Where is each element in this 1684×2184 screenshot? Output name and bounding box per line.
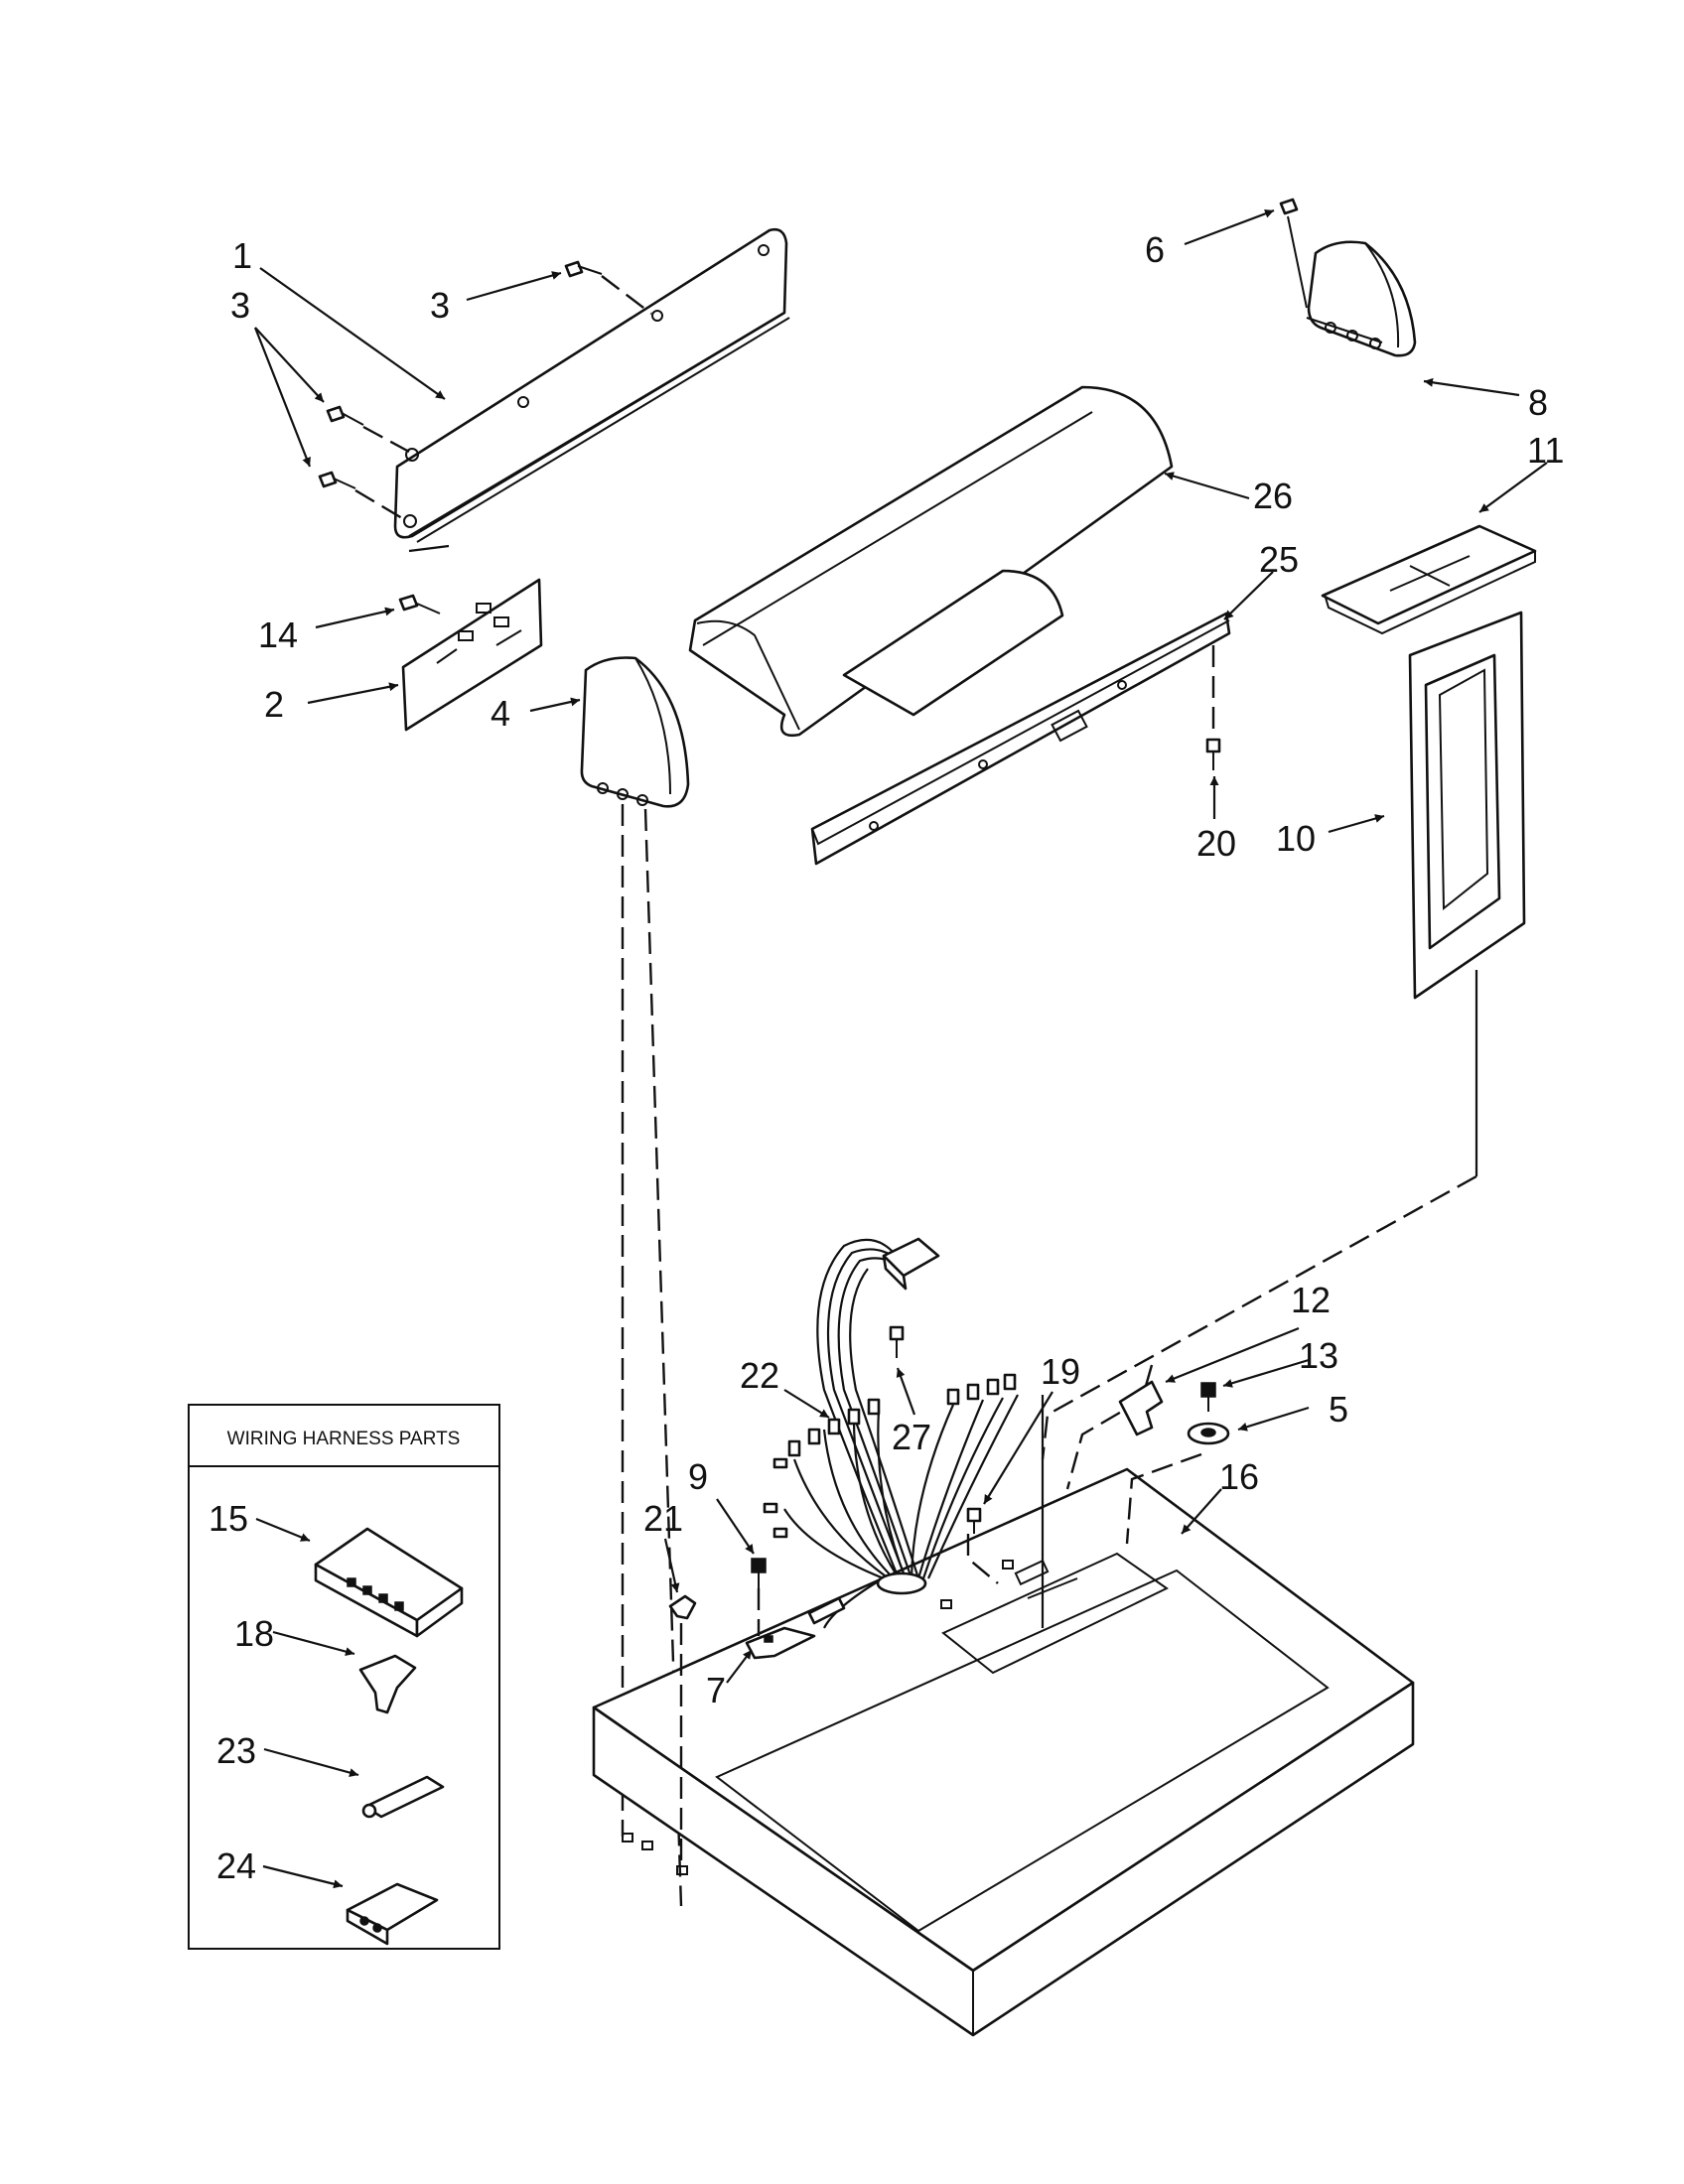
callout-7: 7 xyxy=(706,1670,726,1710)
part-8-end-cap-right xyxy=(1306,240,1417,357)
callout-4: 4 xyxy=(491,693,510,734)
callout-1: 1 xyxy=(232,235,252,276)
part-15-terminal-block xyxy=(314,1527,464,1638)
part-16-top-panel xyxy=(592,1467,1415,2037)
part-4-end-cap-left xyxy=(580,656,690,808)
callout-8: 8 xyxy=(1528,382,1548,423)
callout-3-top: 3 xyxy=(430,285,450,326)
part-24-plug xyxy=(346,1882,439,1946)
part-1-console-back xyxy=(393,228,790,553)
callout-21: 21 xyxy=(643,1498,683,1539)
screw-icon xyxy=(564,260,603,278)
part-7-bracket xyxy=(745,1626,816,1660)
part-21-clip xyxy=(668,1594,697,1620)
part-26-console xyxy=(688,385,1174,738)
part-18-connector xyxy=(358,1654,417,1714)
callout-18: 18 xyxy=(234,1613,274,1654)
part-9-screw xyxy=(751,1558,767,1588)
callout-6: 6 xyxy=(1145,229,1165,270)
part-5-washer xyxy=(1187,1422,1230,1445)
part-12-bracket xyxy=(1118,1380,1164,1436)
callout-3-left: 3 xyxy=(230,285,250,326)
wiring-harness-inset: WIRING HARNESS PARTS xyxy=(188,1404,500,1950)
callout-19: 19 xyxy=(1041,1351,1080,1392)
part-25-bracket xyxy=(810,612,1231,866)
callout-10: 10 xyxy=(1276,818,1316,859)
part-27-screw xyxy=(889,1325,905,1358)
callout-23: 23 xyxy=(216,1730,256,1771)
callout-20: 20 xyxy=(1196,823,1236,864)
callout-9: 9 xyxy=(688,1456,708,1497)
callout-26: 26 xyxy=(1253,476,1293,516)
part-11-lint-cover xyxy=(1321,524,1537,635)
callout-11: 11 xyxy=(1527,430,1564,471)
part-23-terminal xyxy=(361,1775,445,1819)
part-19-screw xyxy=(966,1507,982,1534)
callout-22: 22 xyxy=(740,1355,779,1396)
callout-2: 2 xyxy=(264,684,284,725)
part-22-wiring-harness xyxy=(763,1237,1019,1629)
callout-25: 25 xyxy=(1259,539,1299,580)
part-14-screw xyxy=(398,594,441,614)
screw-icon xyxy=(326,405,364,426)
callout-16: 16 xyxy=(1219,1456,1259,1497)
part-10-lint-housing xyxy=(1408,611,1526,1176)
callout-24: 24 xyxy=(216,1845,256,1886)
callout-13: 13 xyxy=(1299,1335,1338,1376)
callout-12: 12 xyxy=(1291,1280,1331,1320)
callout-27: 27 xyxy=(892,1417,931,1457)
part-13-screw xyxy=(1200,1382,1216,1412)
callout-5: 5 xyxy=(1329,1389,1348,1430)
callout-labels: 1 2 3 3 3 4 5 6 7 8 9 10 11 12 13 14 15 … xyxy=(209,229,1564,1886)
screw-icon xyxy=(318,471,356,489)
part-6-screw xyxy=(1279,198,1308,309)
part-20-screw xyxy=(1205,738,1221,770)
part-2-control-board xyxy=(401,578,543,732)
leader-lines xyxy=(253,208,1548,1889)
callout-14: 14 xyxy=(258,614,298,655)
inset-title: WIRING HARNESS PARTS xyxy=(227,1429,461,1449)
callout-15: 15 xyxy=(209,1498,248,1539)
